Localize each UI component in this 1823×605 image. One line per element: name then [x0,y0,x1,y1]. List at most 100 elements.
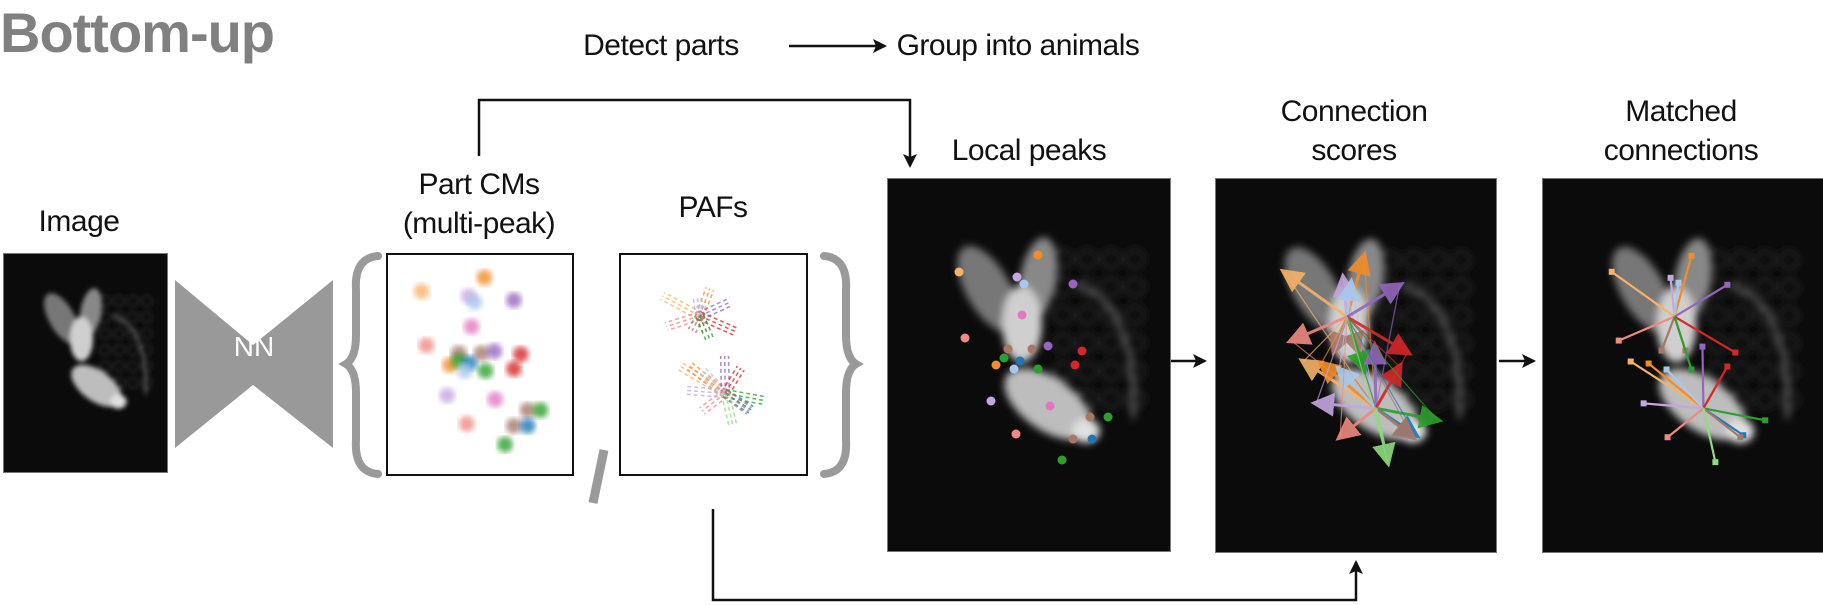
confidence-peak-purple [506,292,522,309]
paf-vector-purple [719,356,723,394]
paf-vector-brown [722,395,748,415]
grid-well [1754,249,1776,271]
matched-limb-lavender [1643,402,1704,410]
paf-vector-brown [687,313,697,330]
matched-limb-purple [1673,283,1728,318]
matched-endpoint-red [1732,349,1739,356]
matched-endpoint-peach [1608,268,1615,275]
matched-limb-brown [1660,316,1676,351]
grid-well [1778,388,1800,410]
paf-vector-salmon [666,315,700,328]
paf-vector-lightgreen [720,394,730,428]
grid-well [140,376,153,390]
keypoint-red [1070,360,1080,370]
matched-endpoint-purple [1699,343,1706,350]
confidence-peak-red [512,346,529,363]
confidence-peak-brown [519,402,536,419]
fly-leg [1731,283,1790,420]
confidence-peak-green [532,402,549,419]
paf-vector-lightgreen [728,392,738,426]
matched-endpoint-lavender [1640,400,1647,407]
paf-vector-green [702,314,715,339]
keypoint-pink [1017,310,1027,320]
paf-vector-orange [699,288,711,317]
fly-head [110,394,127,409]
confidence-peak-orange [476,269,493,286]
matched-connections-label-line2: connections [1603,134,1759,167]
grid-well [1426,388,1448,410]
local-peaks-label: Local peaks [951,134,1107,167]
grid-well [1730,305,1752,327]
keypoint-pink [1045,401,1055,411]
matched-limb-salmon [1618,315,1675,342]
grid-well [1706,361,1728,382]
fly-body [1002,286,1042,362]
grid-well [99,311,112,324]
grid-well [1730,249,1752,271]
matched-limb-red [1702,365,1729,409]
confidence-peak-salmon [418,337,435,354]
confidence-peak-lavender [439,387,455,404]
grid-well [112,327,126,340]
paf-vector-purple [699,300,732,317]
paf-vector-lightgreen [724,393,734,427]
grid-well [1052,304,1074,326]
matched-limb-green [1673,316,1693,370]
grid-well [126,343,139,357]
grid-well [1100,332,1122,354]
grid-well [1403,305,1425,327]
paf-vector-green [695,317,707,342]
grid-well [112,294,126,308]
grid-well [1450,388,1472,410]
connection-score-arrow-lightblue [1335,365,1377,410]
grid-well [1403,361,1425,382]
candidate-connection-lavender [1315,316,1348,404]
connection-score-arrow-salmon [1285,315,1348,345]
grid-well [1076,276,1098,298]
grid-well [1426,361,1448,382]
grid-well [1076,360,1098,382]
grid-well [1730,361,1752,382]
matched-limb-lightblue [1665,368,1705,410]
confidence-peak-green [477,363,494,379]
keypoint-purple [1043,341,1053,351]
grid-well [140,311,153,324]
matched-endpoint-salmon [1615,337,1622,344]
nn-hourglass-shape [175,280,333,448]
matched-connections-label-line1: Matched [1625,95,1737,128]
fly-leg [113,314,147,395]
grid-well [1754,277,1776,299]
matched-limb-lightblue [1673,282,1680,317]
grid-well [1100,304,1122,326]
grid-well [1100,248,1122,270]
grid-well [99,343,112,357]
grid-well [1403,333,1425,355]
matched-endpoint-brown [1737,434,1744,441]
paf-vector-salmon [664,311,699,324]
matched-limb-brown [1702,407,1741,439]
grid-well [1052,360,1074,382]
grid-well [1730,333,1752,355]
grid-well [1100,276,1122,298]
paf-vector-salmon [699,389,724,409]
grid-well [1426,249,1448,271]
grid-well [1052,276,1074,298]
paf-vector-salmon [667,318,702,332]
paf-vector-blue [722,396,750,414]
paf-vector-purple [697,297,730,314]
connection-score-arrow-purple [1346,281,1405,319]
connection-score-arrow-salmon [1335,407,1377,441]
matched-limb-lavender [1669,277,1676,317]
grid-well [1124,276,1146,298]
pafs-map [619,253,808,476]
keypoint-lavender [1012,272,1022,282]
matched-limb-red [1673,315,1736,354]
paf-vector-salmon [703,395,729,415]
grid-well [1076,248,1098,270]
separator-slash [588,449,609,504]
confidence-peak-red [506,361,522,377]
confidence-peak-peach [413,283,430,300]
matched-limb-purple [1701,346,1705,409]
connection-score-arrow-peach [1279,268,1348,319]
matched-endpoint-lightblue [1675,279,1682,286]
